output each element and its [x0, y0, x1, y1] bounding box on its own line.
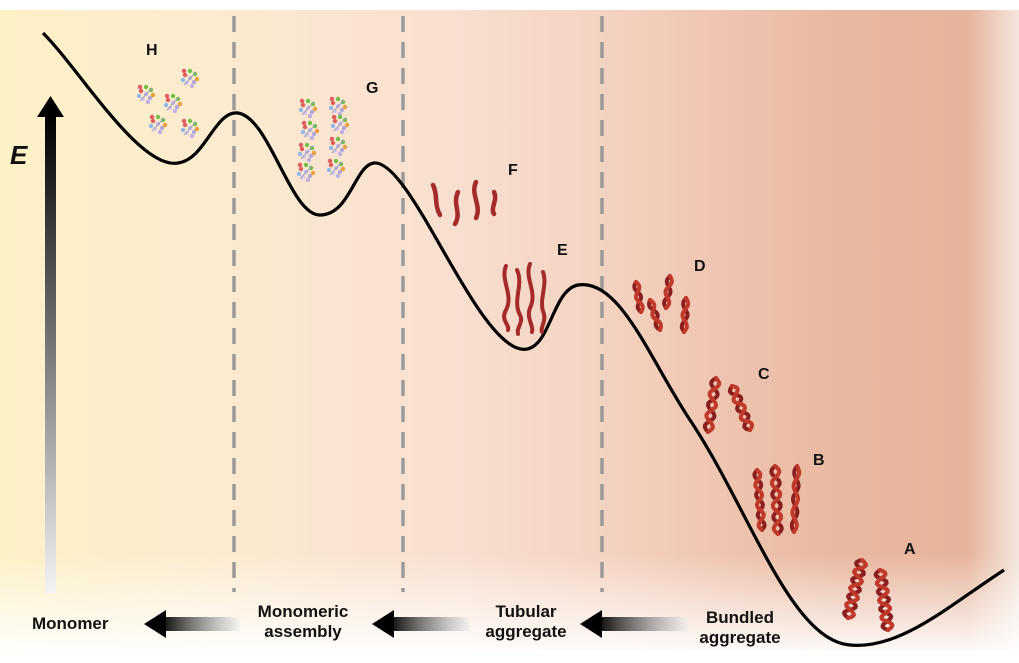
monomer-g-5	[297, 142, 317, 163]
fiber-d-4	[679, 296, 691, 334]
fiber-f-4	[490, 189, 498, 217]
monomer-h-5	[180, 118, 200, 139]
arrow-to-monomer	[144, 610, 240, 638]
arrow-to-tubular-aggregate	[580, 610, 688, 638]
fiber-f-2	[452, 189, 461, 227]
stage-label-monomeric-assembly-line1: Monomeric	[257, 602, 349, 621]
fiber-c-2	[727, 384, 755, 432]
fibers-b	[752, 464, 802, 536]
stage-label-bundled-line2: aggregate	[699, 628, 781, 647]
fiber-e-2	[515, 268, 524, 336]
state-label-b: B	[813, 452, 825, 469]
fiber-e-1	[502, 264, 511, 332]
stage-label-bundled-aggregate: Bundled aggregate	[690, 608, 790, 648]
fiber-a-2	[873, 568, 895, 632]
monomer-g-3	[300, 120, 320, 141]
fiber-d-2	[662, 274, 674, 310]
energy-arrow-shaft	[45, 115, 56, 593]
monomer-g-1	[298, 98, 318, 119]
monomer-cluster-g	[296, 96, 350, 183]
fiber-f-1	[430, 182, 443, 218]
monomer-g-8	[326, 158, 346, 179]
stage-label-monomeric-assembly: Monomeric assembly	[240, 602, 366, 642]
fiber-c-1	[702, 376, 722, 434]
fiber-b-2	[769, 464, 784, 536]
monomer-g-6	[328, 136, 348, 157]
monomer-cluster-h	[136, 68, 200, 139]
energy-curve	[41, 31, 1005, 647]
fiber-b-1	[752, 468, 767, 532]
fiber-e-3	[526, 262, 535, 334]
fiber-d-3	[647, 298, 663, 332]
fibers-e	[502, 262, 547, 336]
energy-arrow-head	[37, 96, 64, 117]
stage-label-tubular-line1: Tubular	[495, 602, 557, 621]
state-label-d: D	[694, 258, 706, 275]
fiber-d-1	[632, 280, 645, 314]
fibers-a	[842, 558, 895, 632]
stage-label-monomer: Monomer	[32, 614, 109, 633]
state-label-g: G	[366, 80, 379, 97]
state-label-a: A	[904, 541, 916, 558]
fibers-c	[702, 376, 755, 434]
monomer-h-3	[163, 93, 183, 114]
fiber-e-4	[539, 270, 547, 334]
arrow-to-monomeric-assembly	[372, 610, 470, 638]
stage-label-bundled-line1: Bundled	[706, 608, 774, 627]
stage-label-tubular-line2: aggregate	[485, 622, 567, 641]
monomer-g-2	[328, 96, 348, 117]
fiber-f-3	[472, 179, 480, 221]
monomer-h-4	[148, 114, 168, 135]
state-label-f: F	[508, 162, 518, 179]
energy-axis-arrow	[37, 96, 64, 593]
stage-arrows	[144, 610, 688, 638]
fibers-f	[430, 179, 498, 227]
fiber-a-1	[842, 558, 868, 620]
fibers-d	[632, 274, 691, 334]
monomer-g-7	[296, 162, 316, 183]
stage-label-tubular-aggregate: Tubular aggregate	[476, 602, 576, 642]
stage-dividers	[232, 16, 604, 592]
monomer-g-4	[330, 114, 350, 135]
state-label-h: H	[146, 42, 158, 59]
fiber-b-3	[789, 464, 802, 534]
monomer-h-2	[180, 68, 200, 89]
state-label-c: C	[758, 366, 770, 383]
monomer-h-1	[136, 84, 156, 105]
stage-label-monomeric-assembly-line2: assembly	[264, 622, 342, 641]
energy-axis-label: E	[10, 140, 28, 170]
state-label-e: E	[557, 242, 568, 259]
